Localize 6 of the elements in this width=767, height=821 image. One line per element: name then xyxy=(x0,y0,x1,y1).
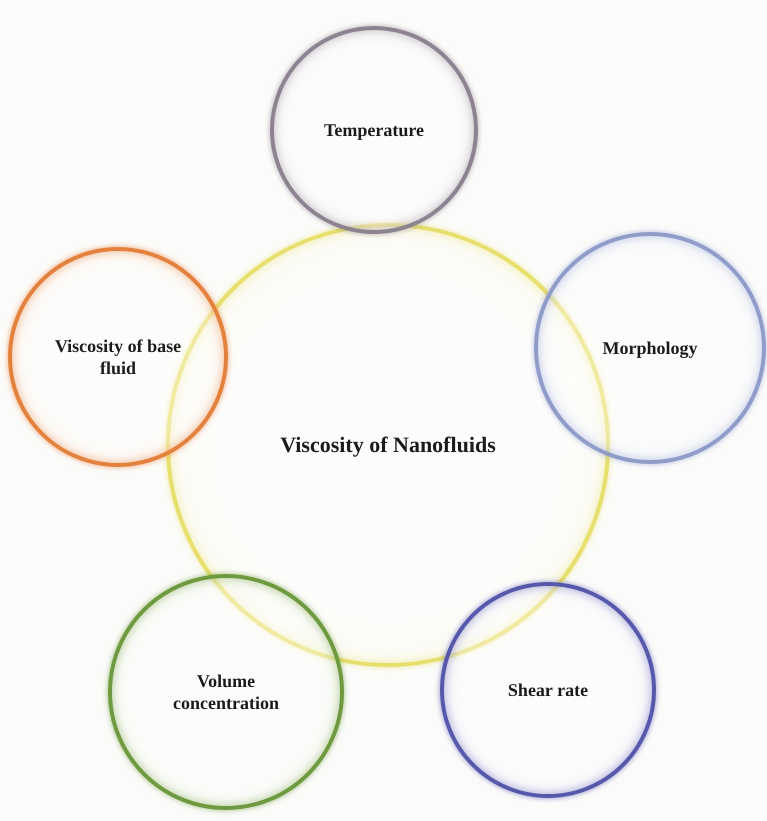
circle-label: Temperature xyxy=(324,118,424,142)
circle-label: Viscosity of Nanofluids xyxy=(280,431,496,459)
circle-label: Viscosity of base fluid xyxy=(54,334,182,380)
circle-label: Morphology xyxy=(602,336,698,360)
circle-label: Volume concentration xyxy=(172,670,280,714)
circle-label: Shear rate xyxy=(508,678,588,702)
